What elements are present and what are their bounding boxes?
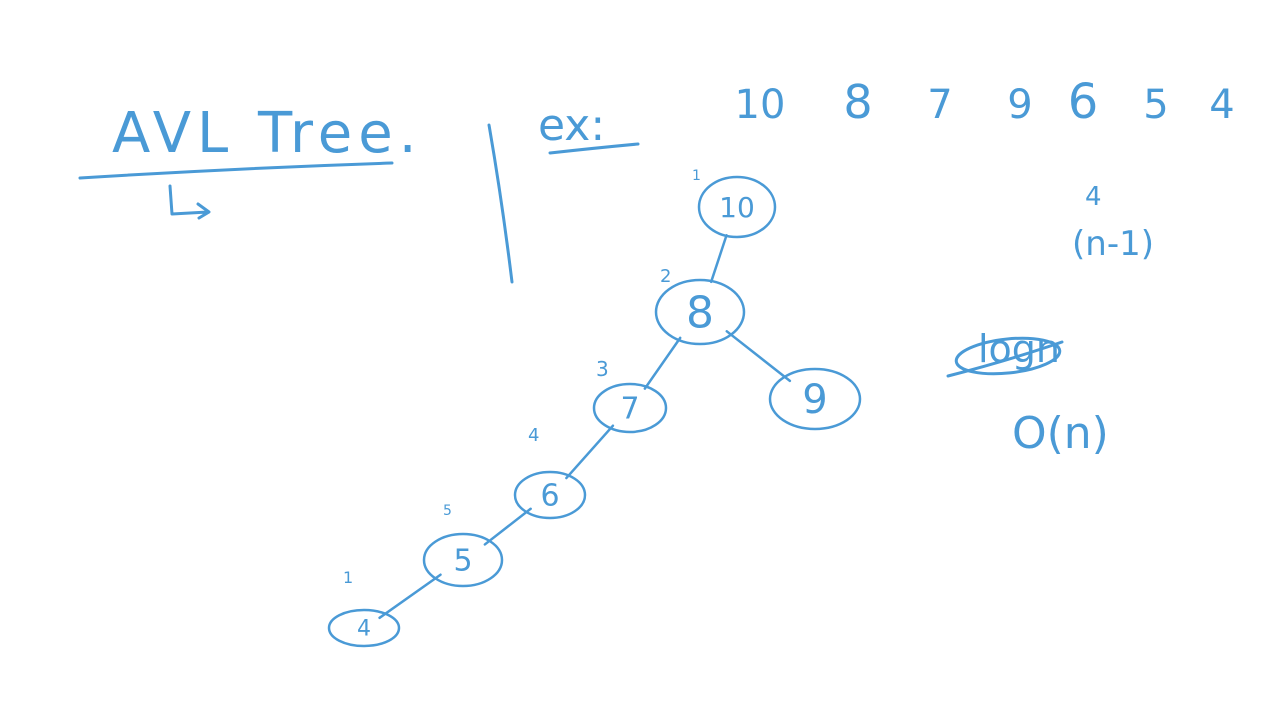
sequence-value: 4 [1209, 82, 1234, 128]
tree-node-10: 10 1 [692, 168, 777, 239]
strike-line [946, 340, 1064, 378]
tree-edge [643, 336, 682, 390]
example-label: ex: [538, 100, 605, 151]
tree-edge [378, 573, 442, 620]
strike-ellipse [954, 336, 1062, 376]
divider-line [487, 123, 514, 284]
level-number: 2 [660, 266, 671, 287]
level-number: 4 [528, 425, 539, 446]
node-circle [654, 278, 746, 346]
node-circle [513, 470, 587, 520]
sequence-value: 6 [1068, 74, 1099, 130]
tree-edge [725, 330, 792, 383]
title-text: AVL Tree. [112, 101, 423, 166]
title-underline [78, 161, 394, 180]
level-number: 3 [596, 357, 609, 381]
tree-node-7: 73 [592, 357, 668, 434]
tree-edges [378, 234, 792, 620]
tree-edge [565, 424, 615, 480]
sequence-value: 9 [1007, 82, 1032, 128]
node-circle [422, 532, 504, 588]
tree-node-5: 55 [422, 503, 504, 588]
node-label: 10 [719, 191, 755, 224]
node-circle [592, 382, 668, 434]
node-circle [327, 608, 401, 648]
node-label: 4 [357, 617, 371, 642]
big-o-note: O(n) [1012, 408, 1109, 459]
node-circle [768, 367, 862, 431]
tree-node-9: 9 [768, 367, 862, 431]
sequence-value: 10 [735, 82, 786, 128]
node-circle [697, 175, 777, 239]
level-number: 1 [343, 568, 353, 587]
node-label: 5 [453, 544, 472, 579]
node-label: 6 [540, 479, 559, 514]
tree-node-8: 82 [654, 266, 746, 346]
level-number: 1 [692, 168, 701, 184]
example-underline [548, 142, 640, 155]
sequence-value: 5 [1143, 82, 1168, 128]
tree-edge [483, 507, 532, 546]
sequence-value: 7 [927, 82, 952, 128]
sequence-value: 8 [843, 75, 872, 129]
level-number: 5 [443, 503, 452, 519]
node-label: 8 [686, 287, 714, 338]
node-label: 7 [620, 392, 639, 427]
tree-edge [709, 234, 728, 284]
n-minus-1-note: (n-1) [1072, 224, 1154, 264]
tree-node-6: 64 [513, 425, 587, 520]
height-note: 4 [1085, 182, 1102, 212]
tree-node-4: 41 [327, 568, 401, 648]
arrow-icon [168, 184, 211, 220]
node-label: 9 [802, 377, 827, 423]
